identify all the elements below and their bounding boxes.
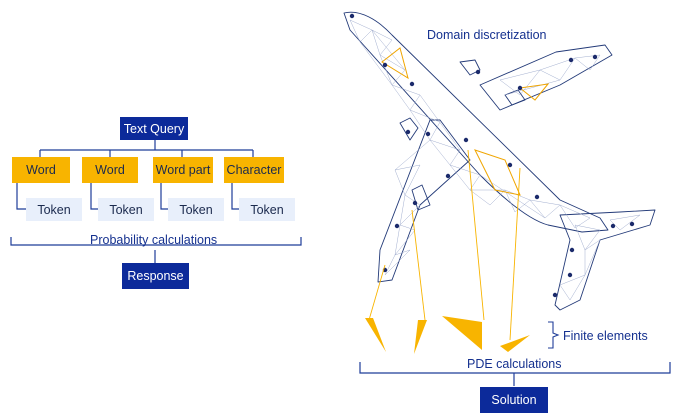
probability-brace — [10, 237, 302, 246]
token-box-1: Token — [26, 198, 82, 221]
domain-discretization-label: Domain discretization — [427, 28, 547, 42]
finite-brace — [548, 321, 560, 349]
solution-box: Solution — [480, 387, 548, 413]
unit-box-word-2: Word — [82, 157, 138, 183]
finite-elements-label: Finite elements — [563, 329, 648, 343]
token-box-4: Token — [239, 198, 295, 221]
unit-box-character: Character — [224, 157, 284, 183]
pde-brace — [359, 362, 671, 374]
token-box-2: Token — [98, 198, 154, 221]
unit-box-word-part: Word part — [153, 157, 213, 183]
unit-box-word-1: Word — [12, 157, 70, 183]
token-box-3: Token — [168, 198, 224, 221]
text-query-box: Text Query — [120, 117, 188, 140]
pde-calculations-label: PDE calculations — [467, 357, 562, 371]
response-box: Response — [122, 263, 189, 289]
finite-element-shapes — [365, 316, 530, 354]
probability-label: Probability calculations — [90, 233, 218, 247]
